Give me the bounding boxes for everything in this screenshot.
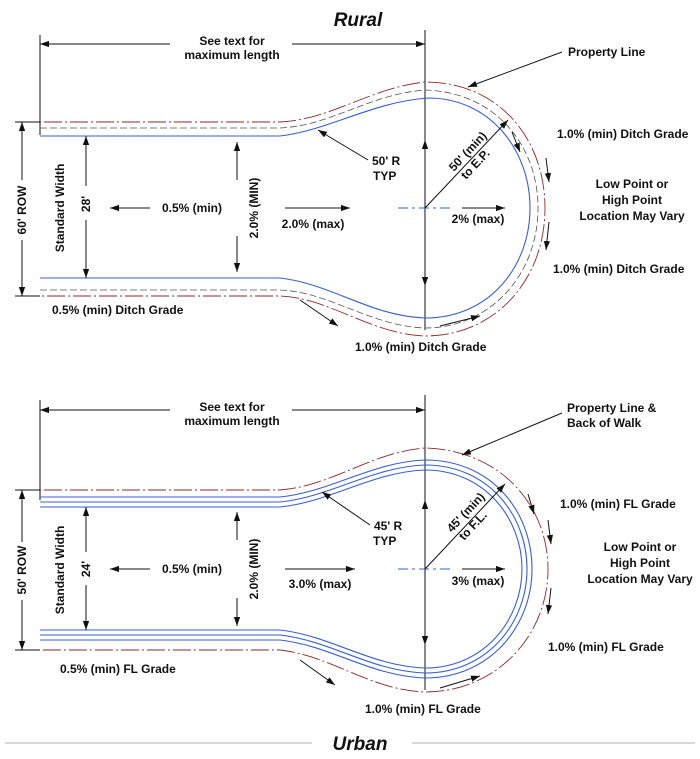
rural-ditch-grade-2: 1.0% (min) Ditch Grade <box>553 262 685 276</box>
urban-slope-long: 0.5% (min) <box>162 562 222 576</box>
rural-ditch-arrow-1 <box>511 131 521 153</box>
urban-property-line-label-2: Back of Walk <box>567 416 642 430</box>
rural-lowpoint-1: Low Point or <box>596 177 669 191</box>
rural-row-label: 60' ROW <box>15 185 29 235</box>
rural-std-width-label: Standard Width <box>53 164 67 253</box>
urban-curb-line <box>40 464 528 674</box>
rural-radius-ep-dim <box>424 119 509 209</box>
urban-property-leader <box>461 412 563 456</box>
urban-fl-grade-bottom: 1.0% (min) FL Grade <box>365 702 481 716</box>
rural-section: Rural See text for maximum length Proper… <box>15 10 689 354</box>
rural-property-line-label: Property Line <box>568 45 646 59</box>
rural-ditch-line <box>40 89 539 329</box>
rural-ditch-grade-left: 0.5% (min) Ditch Grade <box>52 303 184 317</box>
urban-property-line <box>18 447 549 693</box>
urban-cross-slope: 2.0% (MIN) <box>247 539 261 600</box>
rural-ditch-arrow-2 <box>544 157 552 183</box>
rural-slope-long: 0.5% (min) <box>162 201 222 215</box>
rural-bulb-slope-right: 2% (max) <box>452 212 505 226</box>
rural-ditch-grade-1: 1.0% (min) Ditch Grade <box>557 127 689 141</box>
rural-length-note-2: maximum length <box>184 48 279 62</box>
rural-property-leader <box>467 51 563 88</box>
rural-lowpoint-3: Location May Vary <box>579 209 685 223</box>
urban-lowpoint-2: High Point <box>610 556 670 570</box>
urban-lowpoint-3: Location May Vary <box>587 572 693 586</box>
urban-row-label: 50' ROW <box>15 545 29 595</box>
urban-fl-grade-1: 1.0% (min) FL Grade <box>560 497 676 511</box>
urban-radius-leader <box>321 491 371 526</box>
rural-ditch-arrow-bottom-left <box>299 299 339 327</box>
rural-edge-of-pavement <box>40 97 531 319</box>
urban-section: See text for maximum length Property Lin… <box>5 395 695 755</box>
urban-length-note-1: See text for <box>199 400 265 414</box>
urban-property-line-label-1: Property Line & <box>567 401 657 415</box>
urban-flow-line <box>40 469 523 669</box>
rural-ditch-arrow-3 <box>543 221 551 251</box>
urban-radius-fl-dim <box>424 483 506 570</box>
urban-lowpoint-1: Low Point or <box>604 540 677 554</box>
urban-back-of-walk <box>40 459 533 679</box>
urban-width-value: 24' <box>79 561 93 577</box>
rural-property-line <box>18 81 546 337</box>
urban-fl-arrow-2 <box>546 519 554 545</box>
urban-fl-grade-left: 0.5% (min) FL Grade <box>60 662 176 676</box>
urban-fl-arrow-3 <box>545 587 553 615</box>
urban-length-note-2: maximum length <box>184 414 279 428</box>
rural-cross-slope: 2.0% (MIN) <box>247 178 261 239</box>
urban-fl-arrow-1 <box>527 493 535 515</box>
rural-title: Rural <box>334 10 383 31</box>
rural-ditch-arrow-bottom-right <box>439 315 481 327</box>
urban-fl-arrow-bottom-right <box>439 675 481 689</box>
urban-radius-1: 45' R <box>374 519 403 533</box>
rural-radius-1: 50' R <box>372 154 401 168</box>
rural-bulb-slope: 2.0% (max) <box>282 217 345 231</box>
urban-bulb-slope: 3.0% (max) <box>289 577 352 591</box>
urban-radius-2: TYP <box>373 534 396 548</box>
urban-std-width-label: Standard Width <box>53 526 67 615</box>
urban-fl-arrow-bottom-left <box>299 659 336 686</box>
rural-lowpoint-2: High Point <box>602 193 662 207</box>
rural-length-note-1: See text for <box>199 34 265 48</box>
urban-bulb-slope-right: 3% (max) <box>452 574 505 588</box>
rural-radius-2: TYP <box>373 169 396 183</box>
rural-width-value: 28' <box>79 196 93 212</box>
rural-ditch-grade-bottom: 1.0% (min) Ditch Grade <box>355 340 487 354</box>
rural-radius-leader <box>317 129 369 161</box>
urban-title: Urban <box>333 734 388 755</box>
urban-fl-grade-2: 1.0% (min) FL Grade <box>548 640 664 654</box>
